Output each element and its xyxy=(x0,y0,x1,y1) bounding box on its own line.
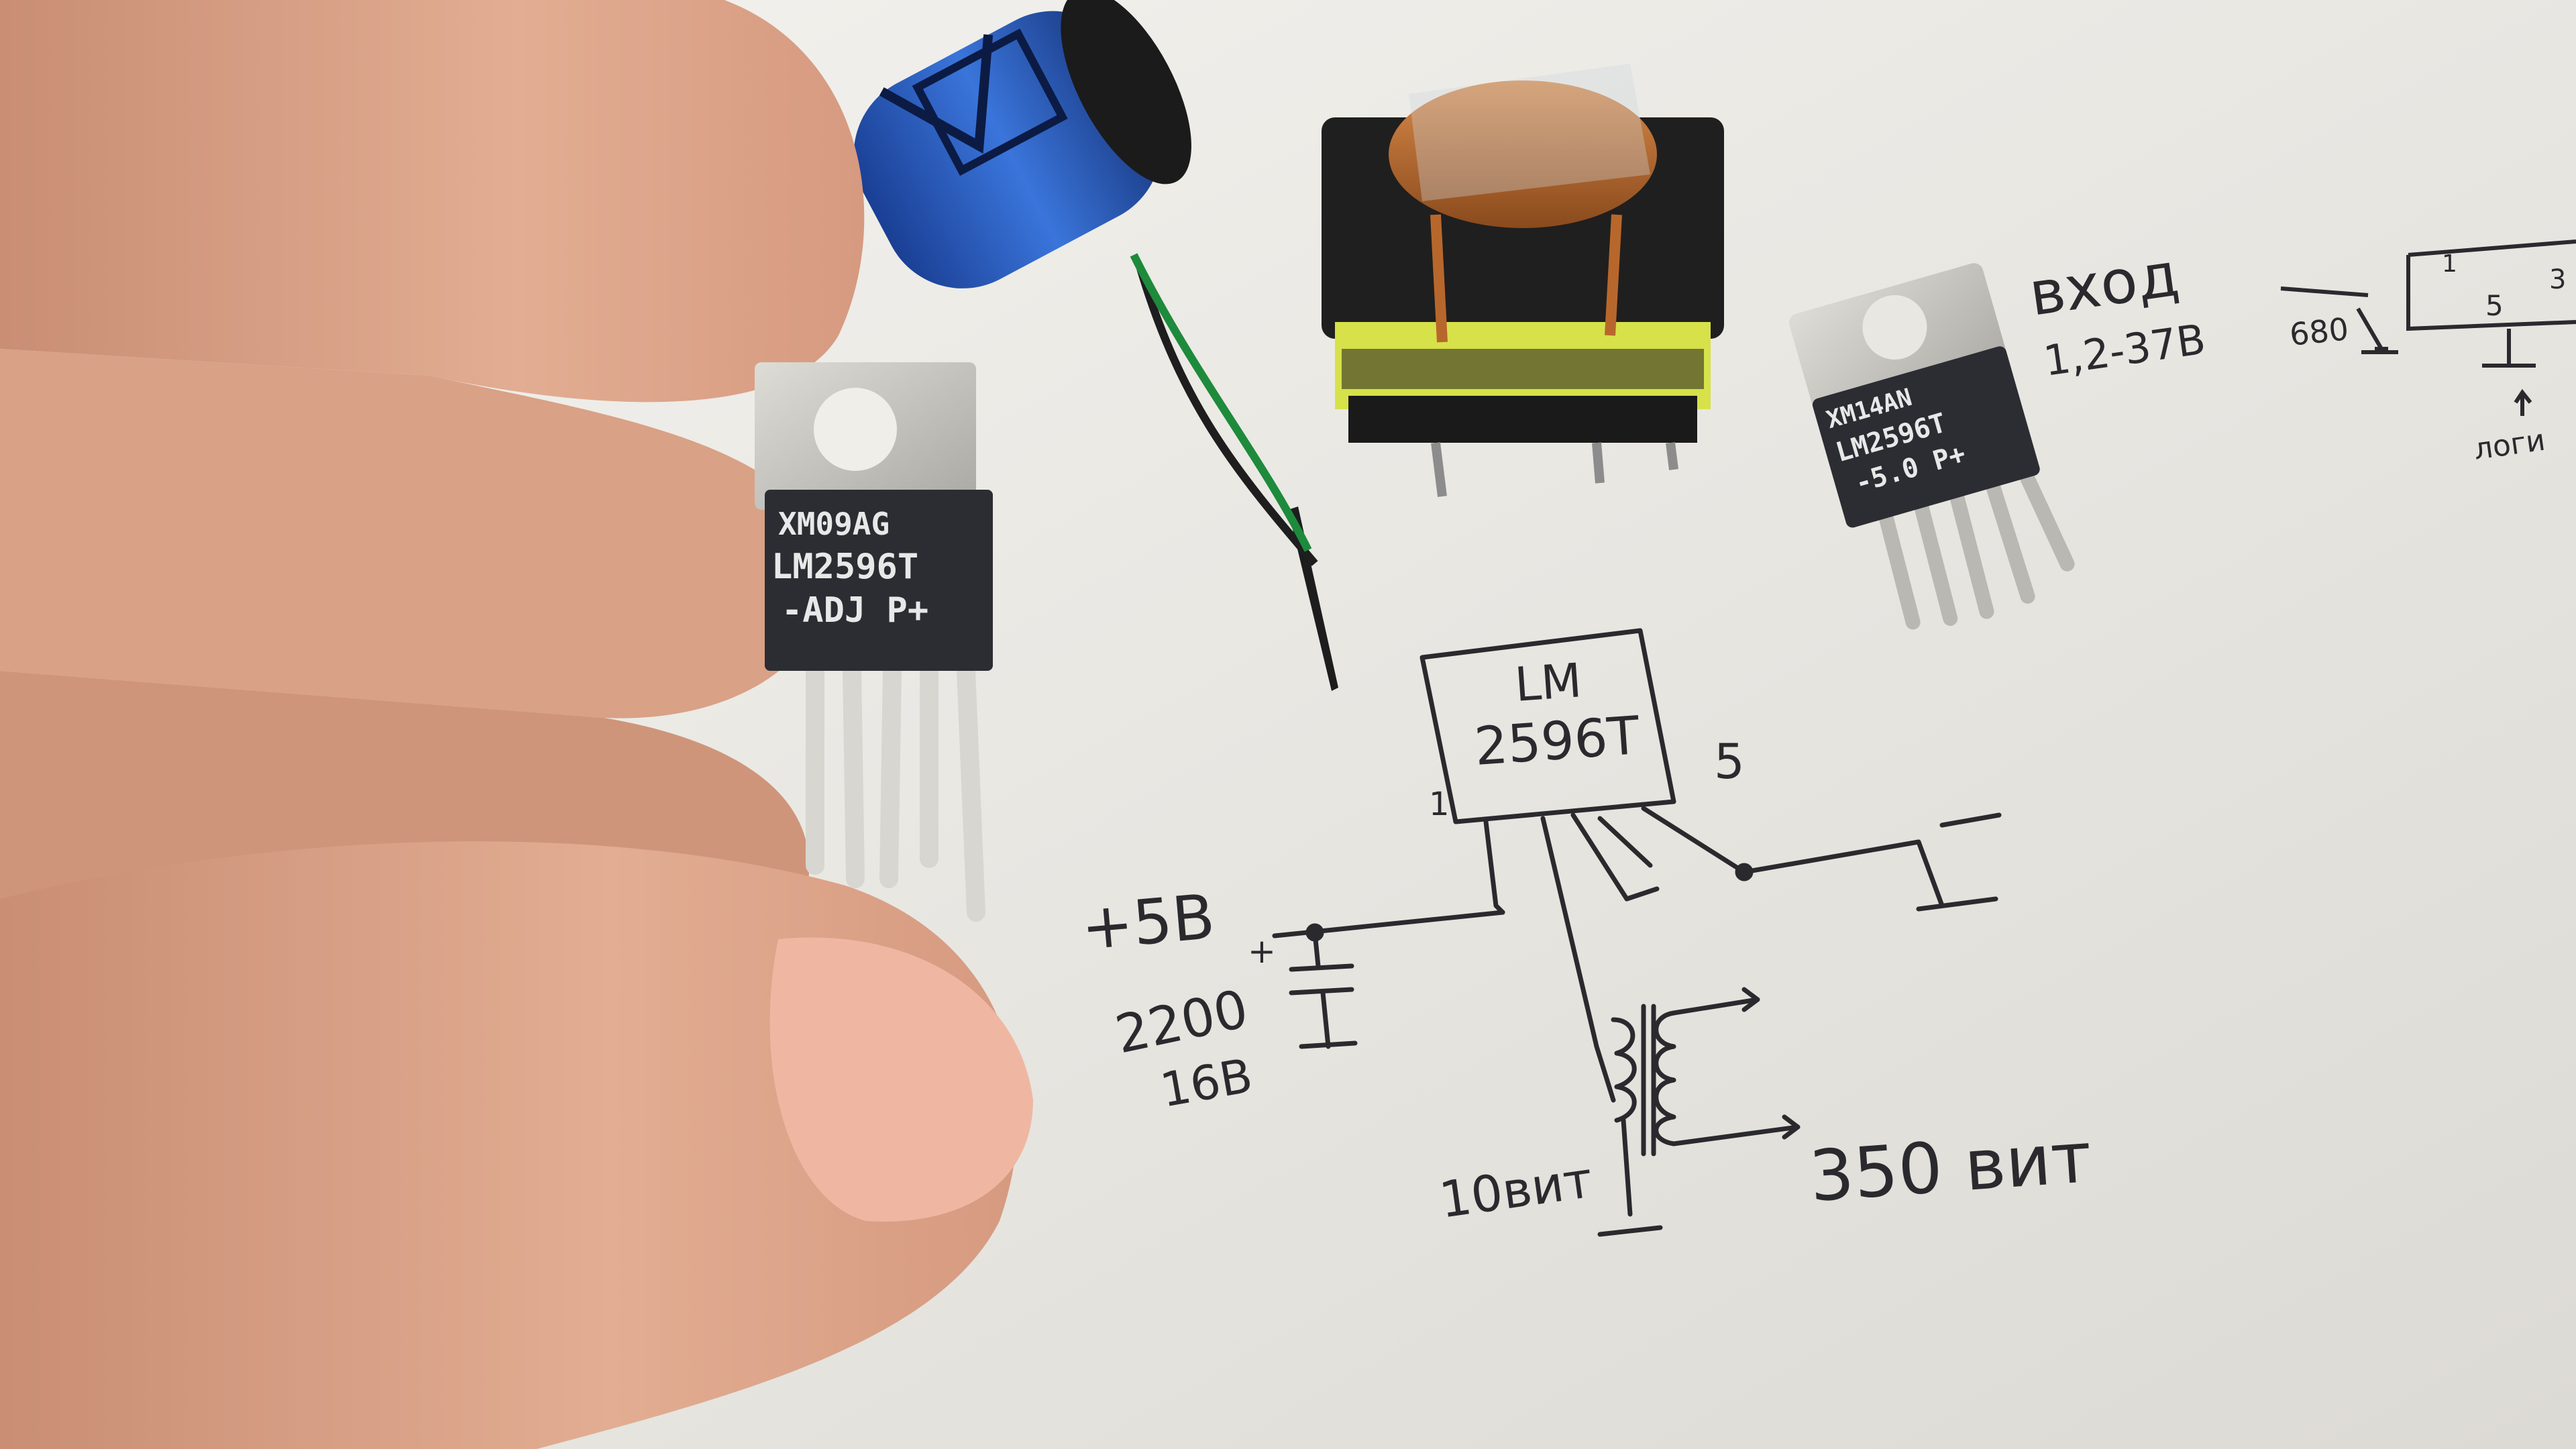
capacitor-print-stripe xyxy=(879,34,994,154)
thumb-nail xyxy=(769,937,1033,1222)
hand xyxy=(0,0,865,926)
chip-hand-leads xyxy=(806,661,985,922)
note-resistor: 680 xyxy=(2288,311,2351,353)
ic-label-line1: LM xyxy=(1513,653,1583,712)
note-resistor-symbol xyxy=(2280,286,2398,354)
secondary-turns-label: 350 вит xyxy=(1807,1116,2094,1218)
input-voltage-label: +5В xyxy=(1079,881,1218,964)
electrolytic-capacitor xyxy=(853,0,1338,691)
transformer-core xyxy=(1641,1004,1656,1157)
ic-label-line2: 2596T xyxy=(1472,706,1642,777)
transformer-leads xyxy=(1430,214,1622,343)
schematic xyxy=(1272,628,2002,1237)
ic-pin1-label: 1 xyxy=(1429,786,1450,823)
thumb-body xyxy=(0,841,1018,1449)
ferrite-transformer xyxy=(1322,64,1724,497)
pin34-leads xyxy=(1570,812,1660,902)
primary-winding xyxy=(1611,1017,1637,1123)
output-wire xyxy=(1741,812,2002,912)
pin1-lead xyxy=(1483,819,1505,915)
note-pin5: 5 xyxy=(2485,289,2504,322)
chip-hand-body xyxy=(765,490,993,671)
schematic-labels: LM 2596T 1 5 +5В + 2200 16В 10вит 350 ви… xyxy=(1079,653,2094,1230)
primary-ground xyxy=(1597,1118,1663,1237)
note-pin1: 1 xyxy=(2442,250,2457,278)
chip-hand-line1: XM09AG xyxy=(778,506,890,542)
note-ic-box xyxy=(2406,239,2576,331)
chip-in-hand: XM09AG LM2596T -ADJ P+ xyxy=(755,362,993,922)
transformer-base xyxy=(1348,396,1697,443)
note-ground-arrow xyxy=(2482,329,2536,416)
capacitor-plus-label: + xyxy=(1248,932,1276,971)
capacitor-wire-green xyxy=(1130,253,1312,552)
pin5-lead xyxy=(1641,806,1747,875)
chip-hand-line2: LM2596T xyxy=(771,547,918,587)
chip-right-body xyxy=(1812,346,2040,528)
transformer-coil xyxy=(1389,80,1657,228)
ic-outline xyxy=(1419,628,1676,824)
chip-on-paper: XM14AN LM2596T -5.0 P+ xyxy=(1789,263,2075,630)
transformer-pins xyxy=(1431,442,1678,497)
transformer-tape-wrap xyxy=(1409,64,1650,201)
capacitor-wire-black xyxy=(1136,267,1318,566)
chip-hand-tab-hole xyxy=(814,388,897,471)
chip-right-leads xyxy=(1875,458,2075,630)
ic-pin5-label: 5 xyxy=(1714,733,1745,790)
note-pin-right: 3 xyxy=(2549,264,2566,295)
input-capacitor-symbol xyxy=(1289,930,1358,1049)
secondary-arrow-top xyxy=(1671,987,1760,1016)
pin2-lead xyxy=(1540,816,1616,1103)
middle-finger xyxy=(0,349,833,718)
chip-hand-line3: -ADJ P+ xyxy=(782,590,928,631)
secondary-arrow-bottom xyxy=(1671,1114,1801,1146)
capacitor-end xyxy=(1061,0,1191,184)
index-finger xyxy=(0,0,865,402)
thumb xyxy=(0,841,1033,1449)
chip-right-tab-hole xyxy=(1862,294,1927,360)
corner-notes: вход 1,2-37В 680 5 1 3 логи xyxy=(2025,239,2576,467)
output-node xyxy=(1735,863,1754,881)
transformer-core-shadow xyxy=(1342,349,1704,389)
secondary-winding xyxy=(1654,1010,1676,1146)
